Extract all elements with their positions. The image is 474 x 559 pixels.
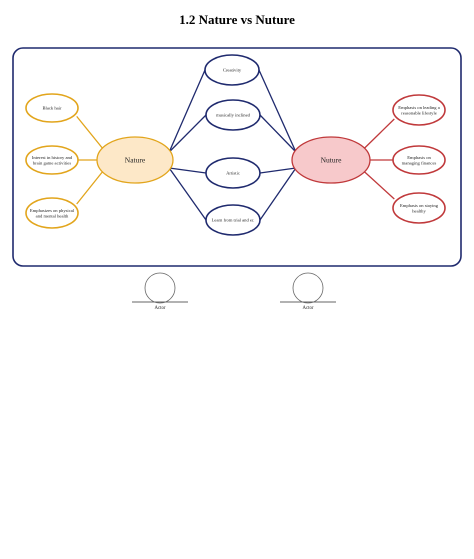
nuture-node-shape [291,136,371,184]
shared-trait-0-label: Creativity [223,68,242,73]
shared-trait-2-shape [205,157,261,189]
page-title: 1.2 Nature vs Nuture [179,12,295,27]
shared-trait-1-label: musically inclined [216,113,251,118]
nuture-trait-1-shape [392,145,446,175]
nuture-trait-0-shape [392,94,446,126]
nuture-trait-2-label: Emphasis on staying [400,203,439,208]
edge-nature-trait-0 [76,115,104,149]
nuture-trait-2-label: healthy [412,208,426,213]
edge-nuture-trait-0 [363,118,395,149]
nuture-node: Nuture [291,136,371,184]
nature-trait-2-shape [25,197,79,229]
diagram-frame [12,47,462,267]
nature-trait-1-label: brain game activities [33,160,71,165]
shared-trait-2: Artistic [205,157,261,189]
nuture-trait-1-label: managing finances [402,160,437,165]
nature-trait-0-label: Black hair [42,106,61,111]
shared-trait-3: Learn from trial and er. [205,204,261,236]
nature-node: Nature [96,136,174,184]
nature-node-label: Nature [125,156,146,165]
edge-nature-shared-0 [168,69,206,153]
nature-trait-0-shape [25,93,79,123]
nature-trait-2-label: and mental health [36,213,69,218]
nuture-trait-0-label: Emphasis on leading a [398,105,439,110]
actor-label: Actor [155,306,166,311]
edge-nuture-shared-3 [259,167,297,221]
shared-trait-3-label: Learn from trial and er. [212,218,255,223]
shared-trait-1: musically inclined [205,99,261,131]
shared-trait-2-label: Artistic [226,171,240,176]
nuture-trait-2-shape [392,192,446,224]
actor-0: Actor [132,272,188,311]
shared-trait-3-shape [205,204,261,236]
nature-trait-1-shape [25,145,79,175]
edge-nuture-shared-2 [259,167,296,174]
edge-nuture-shared-0 [258,69,297,153]
actor-head-icon [292,272,324,304]
nuture-node-label: Nuture [321,156,342,165]
edge-nuture-trait-2 [363,171,395,200]
actor-1: Actor [280,272,336,311]
shared-trait-0-shape [204,54,260,86]
edge-nature-shared-2 [169,167,207,174]
nature-trait-0: Black hair [25,93,79,123]
shared-trait-1-shape [205,99,261,131]
nature-trait-2-label: Emphasizes on physical [30,208,75,213]
edge-nuture-shared-1 [259,114,297,153]
nature-trait-1-label: Interest in history and [32,155,73,160]
actor-head-icon [144,272,176,304]
actor-label: Actor [303,306,314,311]
shared-trait-0: Creativity [204,54,260,86]
edge-nature-shared-3 [168,167,207,221]
edge-nature-shared-1 [168,114,207,153]
nuture-trait-1-label: Emphasis on [407,155,431,160]
nature-node-shape [96,136,174,184]
edge-nature-trait-2 [76,171,104,205]
nuture-trait-0-label: reasonable lifestyle [401,110,437,115]
